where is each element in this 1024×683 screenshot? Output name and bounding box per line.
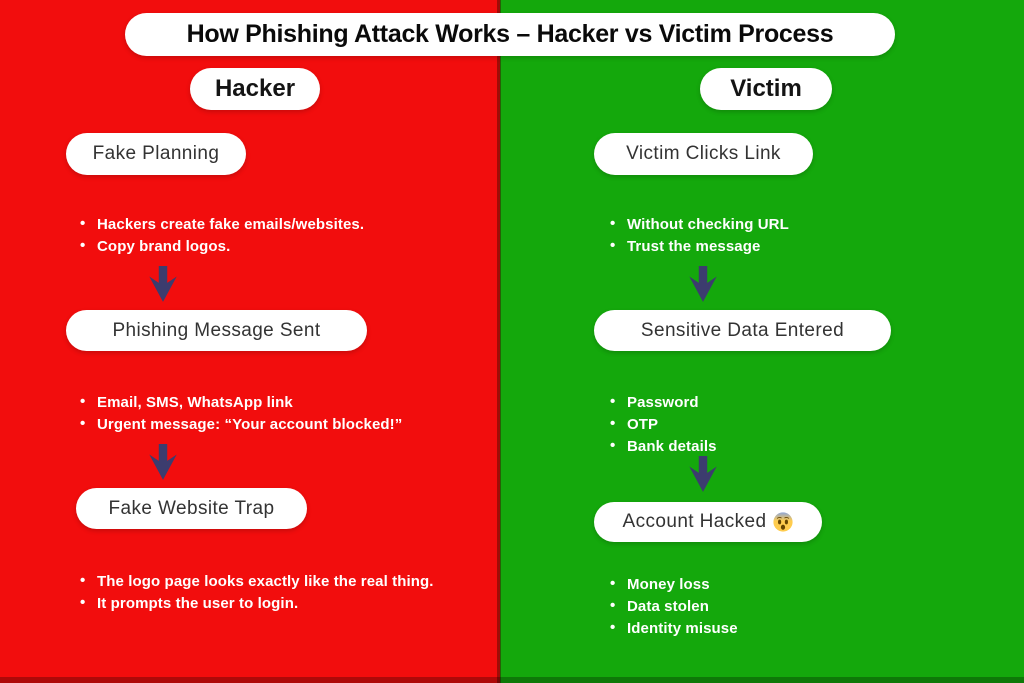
bullet-item: Without checking URL — [608, 216, 908, 232]
step-account-hacked: Account Hacked — [594, 502, 822, 542]
step-phishing-message-sent: Phishing Message Sent — [66, 310, 367, 351]
page-title-text: How Phishing Attack Works – Hacker vs Vi… — [186, 20, 834, 48]
bullet-item: The logo page looks exactly like the rea… — [78, 573, 498, 589]
bullet-item: Password — [608, 394, 888, 410]
sensitive-data-bullets: Password OTP Bank details — [608, 394, 888, 461]
bottom-edge-shade — [0, 677, 1024, 683]
hacker-header-label: Hacker — [214, 75, 296, 102]
down-arrow-icon — [148, 444, 178, 482]
down-arrow-icon — [688, 456, 718, 494]
bullet-item: Identity misuse — [608, 620, 888, 636]
page-title: How Phishing Attack Works – Hacker vs Vi… — [125, 13, 895, 56]
step-phishing-message-sent-label: Phishing Message Sent — [112, 319, 321, 341]
hacker-column-header: Hacker — [190, 68, 320, 110]
bullet-item: It prompts the user to login. — [78, 595, 498, 611]
bullet-item: Urgent message: “Your account blocked!” — [78, 416, 478, 432]
step-sensitive-data-entered-label: Sensitive Data Entered — [640, 319, 845, 341]
down-arrow-icon — [688, 266, 718, 304]
bullet-item: Trust the message — [608, 238, 908, 254]
step-fake-website-trap-label: Fake Website Trap — [108, 497, 275, 519]
step-fake-website-trap: Fake Website Trap — [76, 488, 307, 529]
bullet-item: Money loss — [608, 576, 888, 592]
step-sensitive-data-entered: Sensitive Data Entered — [594, 310, 891, 351]
fearful-face-emoji-icon — [773, 512, 794, 532]
account-hacked-bullets: Money loss Data stolen Identity misuse — [608, 576, 888, 643]
bullet-item: Hackers create fake emails/websites. — [78, 216, 438, 232]
step-fake-planning: Fake Planning — [66, 133, 246, 175]
bullet-item: OTP — [608, 416, 888, 432]
bullet-item: Copy brand logos. — [78, 238, 438, 254]
bullet-item: Data stolen — [608, 598, 888, 614]
phishing-message-bullets: Email, SMS, WhatsApp link Urgent message… — [78, 394, 478, 439]
victim-column-header: Victim — [700, 68, 832, 110]
bullet-item: Email, SMS, WhatsApp link — [78, 394, 478, 410]
step-victim-clicks-link-label: Victim Clicks Link — [626, 143, 781, 164]
down-arrow-icon — [148, 266, 178, 304]
fake-planning-bullets: Hackers create fake emails/websites. Cop… — [78, 216, 438, 261]
step-fake-planning-label: Fake Planning — [92, 143, 220, 164]
step-account-hacked-label: Account Hacked — [622, 511, 767, 532]
step-victim-clicks-link: Victim Clicks Link — [594, 133, 813, 175]
bullet-item: Bank details — [608, 438, 888, 454]
victim-clicks-bullets: Without checking URL Trust the message — [608, 216, 908, 261]
fake-website-bullets: The logo page looks exactly like the rea… — [78, 573, 498, 618]
victim-header-label: Victim — [730, 75, 802, 102]
panel-divider — [497, 0, 501, 683]
